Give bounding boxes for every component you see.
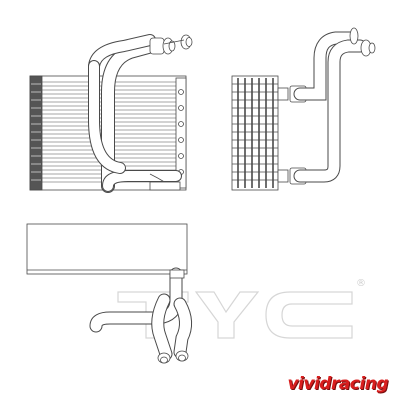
side-pipe xyxy=(293,31,367,183)
front-pipe-ends xyxy=(149,34,193,55)
top-pipe-ends xyxy=(157,350,189,364)
front-pipe xyxy=(88,34,182,193)
vividracing-logo: vividracing xyxy=(287,374,388,394)
registered-mark: ® xyxy=(356,278,366,289)
side-core xyxy=(231,75,279,191)
side-view xyxy=(231,27,376,191)
left-tank xyxy=(29,75,43,191)
top-core xyxy=(26,223,188,275)
side-tubes xyxy=(237,78,274,188)
side-fins xyxy=(232,83,278,181)
top-view xyxy=(26,223,192,364)
side-pipe-ends xyxy=(349,27,376,57)
front-view xyxy=(29,34,193,193)
top-pipe xyxy=(89,267,192,361)
